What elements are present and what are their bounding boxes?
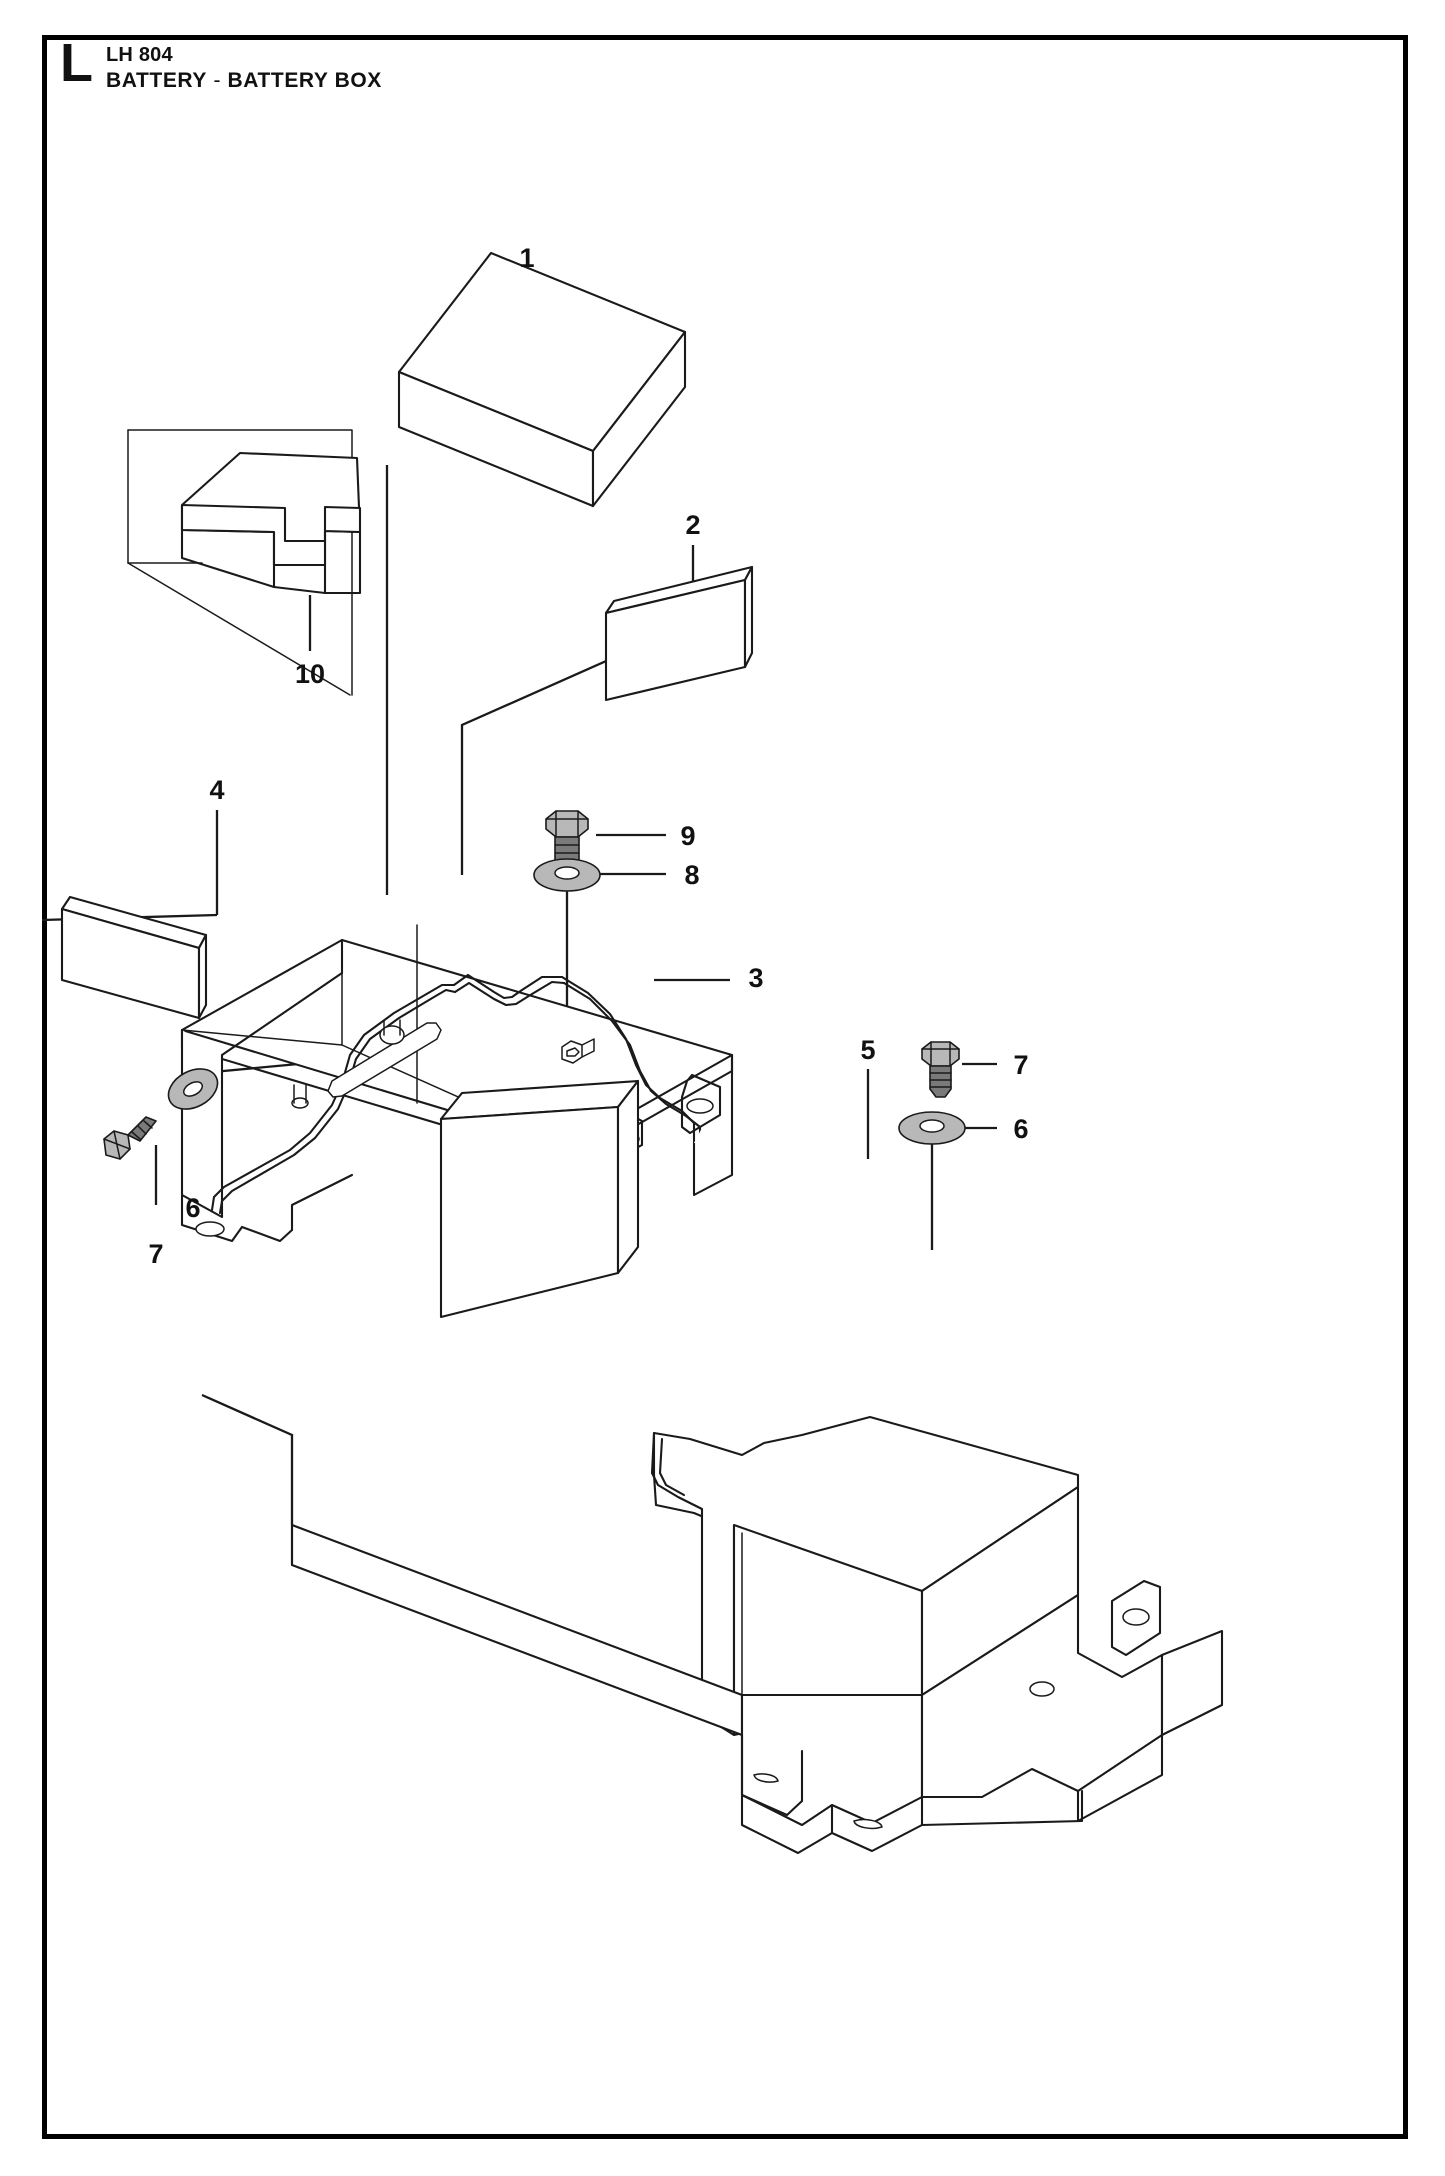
exploded-parts-illustration: 1 2 3 4 5 6 7 6 7 8 9 10 bbox=[42, 243, 1224, 1855]
base-bracket-right-foot bbox=[1160, 1629, 1224, 1737]
model-name: LH 804 bbox=[106, 44, 173, 66]
washer-upper-hole bbox=[554, 866, 580, 880]
section-letter-mark: L bbox=[60, 33, 93, 93]
screw-left-hex-facets bbox=[103, 1130, 131, 1160]
title-block: LH 804 BATTERY - BATTERY BOX bbox=[106, 44, 382, 94]
base-tab-left bbox=[740, 1733, 804, 1817]
tray-rear-notch bbox=[452, 973, 564, 1000]
callout-number-7-right: 7 bbox=[1013, 1050, 1028, 1080]
base-plate-bottom-lip-mid bbox=[920, 1789, 1084, 1827]
tray-left-wall-top bbox=[220, 938, 344, 1057]
callout-number-6-left: 6 bbox=[185, 1193, 200, 1223]
tray-hex-nut-side bbox=[581, 1038, 595, 1058]
tray-left-tab-profile bbox=[180, 1193, 294, 1243]
clamp-bracket-front-lip bbox=[180, 528, 276, 589]
tray-floor-post bbox=[379, 1025, 405, 1045]
part-clamp-bracket bbox=[180, 451, 362, 595]
section-title: BATTERY - BATTERY BOX bbox=[106, 68, 382, 94]
base-cover-left-flange-inner bbox=[658, 1437, 686, 1497]
page-border-frame bbox=[42, 35, 1408, 2139]
clamp-bracket-bottom-edge bbox=[272, 585, 327, 595]
base-plate-rear-edge bbox=[290, 1523, 744, 1737]
base-bracket-right-hole bbox=[1122, 1608, 1150, 1626]
part-washer-left bbox=[167, 1068, 219, 1110]
base-plate-leader-to-left bbox=[201, 1393, 294, 1525]
screw-right-threads bbox=[929, 1072, 952, 1088]
washer-right-hole bbox=[919, 1119, 945, 1133]
tray-right-wall bbox=[692, 1071, 734, 1197]
washer-left-hole bbox=[182, 1081, 204, 1097]
pad-left-side-face bbox=[197, 933, 208, 1020]
part-pad-plate-right bbox=[604, 565, 754, 702]
part-washer-right bbox=[898, 1111, 966, 1145]
callout-number-4: 4 bbox=[209, 775, 224, 805]
base-plate-right-hole bbox=[1029, 1681, 1055, 1697]
part-pad-plate-left bbox=[60, 895, 208, 1020]
base-tab-center-slot bbox=[853, 1818, 883, 1830]
tray-hex-nut-inner bbox=[566, 1047, 580, 1057]
battery-right-face bbox=[591, 330, 687, 508]
tray-floor-hole-stem bbox=[293, 1084, 307, 1104]
tray-right-tab bbox=[680, 1073, 722, 1135]
tray-left-tab-edge bbox=[290, 1173, 354, 1232]
clamp-bracket-thickness bbox=[180, 503, 362, 567]
part-pad-plate-front bbox=[439, 1079, 640, 1319]
page-header: L LH 804 BATTERY - BATTERY BOX bbox=[60, 33, 382, 94]
pad-front-side-face bbox=[616, 1079, 640, 1275]
callout-number-1: 1 bbox=[519, 243, 534, 273]
callout-number-9: 9 bbox=[680, 821, 695, 851]
callout-number-5: 5 bbox=[860, 1035, 875, 1065]
tray-floor-post-stem bbox=[383, 1019, 401, 1036]
callout-number-6-right: 6 bbox=[1013, 1114, 1028, 1144]
tray-floor-hole bbox=[291, 1097, 309, 1109]
tray-wall-slot bbox=[327, 1022, 442, 1098]
bolt-upper-hex-head bbox=[545, 810, 589, 838]
part-battery bbox=[397, 251, 687, 508]
bolt-upper-hex-facets bbox=[545, 810, 589, 838]
region-outline-10-top bbox=[127, 429, 353, 696]
base-tab-left-slot bbox=[753, 1773, 779, 1783]
section-title-part-b: BATTERY BOX bbox=[227, 69, 382, 92]
base-bracket-right-lip bbox=[1076, 1733, 1164, 1823]
callout-number-7-left: 7 bbox=[148, 1239, 163, 1269]
callout-numbers: 1 2 3 4 5 6 7 6 7 8 9 10 bbox=[148, 243, 1028, 1269]
screw-right-hex-head bbox=[921, 1041, 960, 1067]
part-screw-right bbox=[921, 1041, 960, 1098]
callout-number-8: 8 bbox=[684, 860, 699, 890]
leader-line-2-extension bbox=[460, 636, 659, 875]
clamp-bracket-right-lip bbox=[323, 530, 362, 595]
tray-left-wall bbox=[180, 1030, 224, 1219]
base-cover-left-flange bbox=[650, 1431, 704, 1511]
screw-right-shank bbox=[929, 1065, 952, 1098]
pad-right-side-face bbox=[743, 565, 754, 669]
tray-right-tab-hole bbox=[686, 1098, 714, 1114]
region-outline-10-diag bbox=[127, 562, 351, 696]
part-battery-box-base bbox=[201, 1393, 1224, 1855]
callout-number-3: 3 bbox=[748, 963, 763, 993]
section-title-separator: - bbox=[207, 69, 228, 92]
tray-left-tab-hole bbox=[195, 1221, 225, 1237]
tray-rear-notch-inner bbox=[453, 980, 566, 1007]
callout-number-2: 2 bbox=[685, 510, 700, 540]
part-washer-upper bbox=[533, 858, 601, 892]
section-title-part-a: BATTERY bbox=[106, 69, 208, 92]
callout-number-10: 10 bbox=[295, 659, 325, 689]
part-screw-left bbox=[103, 1116, 157, 1160]
screw-right-hex-facets bbox=[921, 1041, 960, 1067]
pad-front-face bbox=[439, 1105, 620, 1319]
screw-left-threads bbox=[131, 1120, 153, 1140]
base-cover-top bbox=[652, 1415, 1080, 1593]
tray-rear-right-wall-inner bbox=[562, 981, 702, 1149]
